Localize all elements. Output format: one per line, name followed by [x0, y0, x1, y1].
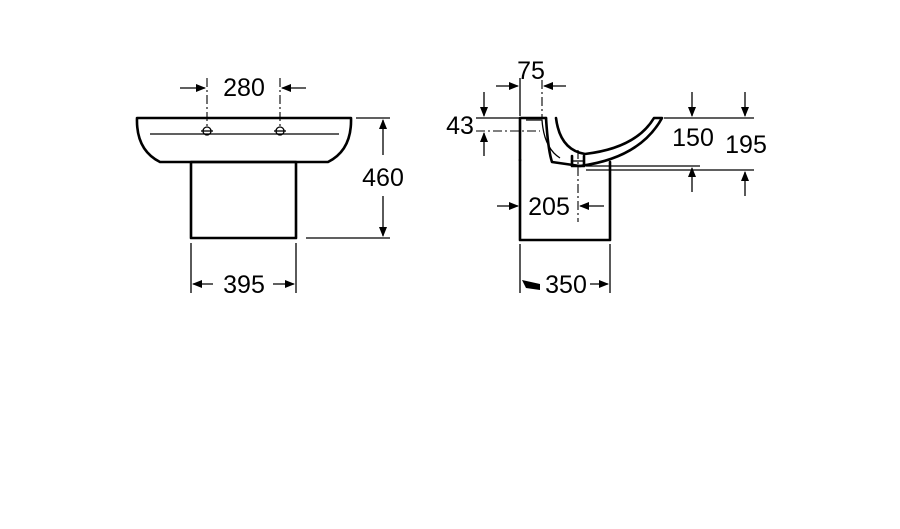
- front-view: 280 460 395: [135, 74, 404, 299]
- side-view: 75 43 150 195 205: [446, 57, 767, 299]
- dimension-label-150: 150: [672, 124, 714, 152]
- dimension-label-350: 350: [545, 271, 587, 299]
- basin-profile-outer: [544, 116, 664, 168]
- dimension-label-280: 280: [223, 74, 265, 102]
- tap-hole-left: [201, 126, 213, 136]
- pedestal-side: [518, 158, 612, 242]
- dimension-label-75: 75: [517, 57, 545, 85]
- dimension-label-395: 395: [223, 271, 265, 299]
- wall-hatch-mark: [522, 280, 540, 290]
- dimension-150: 150: [586, 92, 754, 192]
- tap-hole-right: [274, 126, 286, 136]
- dimension-280: 280: [180, 74, 306, 127]
- dimension-label-195: 195: [725, 131, 767, 159]
- dimension-205: 205: [497, 150, 604, 222]
- dimension-label-43: 43: [446, 112, 474, 140]
- dimension-label-460: 460: [362, 164, 404, 192]
- dimension-43: 43: [446, 92, 540, 156]
- pedestal-front: [189, 160, 298, 240]
- basin-outline-front: [135, 116, 353, 164]
- basin-profile-inner: [526, 119, 561, 159]
- dimension-195: 195: [586, 92, 767, 196]
- dimension-395: 395: [190, 243, 297, 299]
- dimension-75: 75: [496, 57, 566, 118]
- dimension-label-205: 205: [528, 193, 570, 221]
- dimension-350: 350: [519, 244, 611, 299]
- dimension-460: 460: [306, 117, 404, 239]
